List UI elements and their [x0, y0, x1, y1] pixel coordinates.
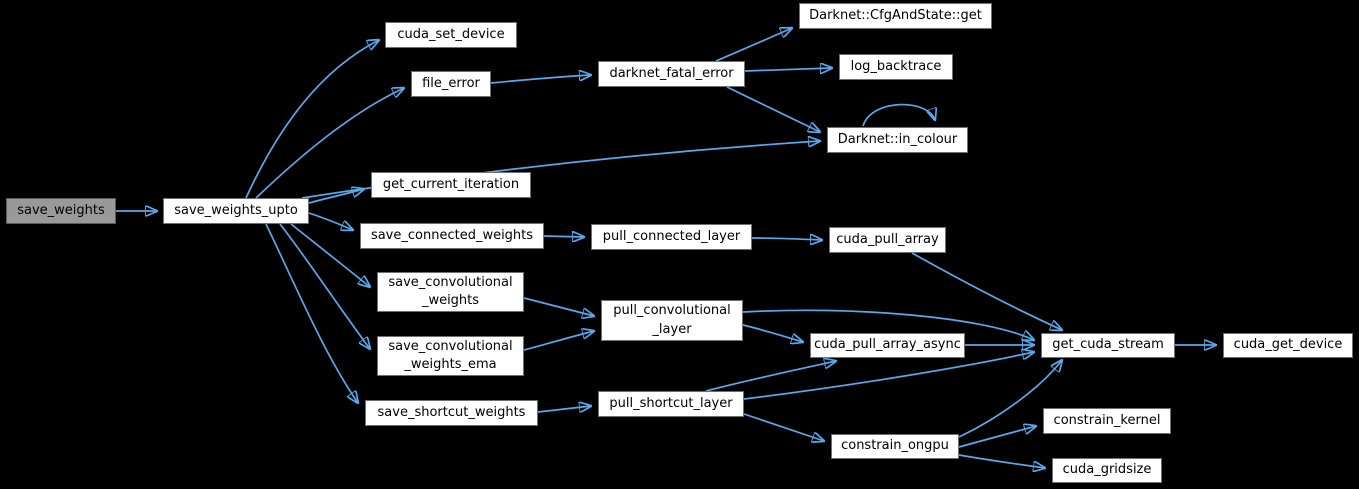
- edge-save_weights_upto-get_current_iteration: [308, 189, 364, 204]
- node-save-weights: save_weights: [6, 198, 116, 224]
- node-get-cuda-stream[interactable]: get_cuda_stream: [1041, 333, 1175, 358]
- edge-save_weights_upto-file_error: [255, 88, 404, 199]
- node-log-backtrace[interactable]: log_backtrace: [839, 54, 953, 80]
- edge-darknet_fatal_error-darknet_cfgandstate_get: [715, 28, 792, 62]
- edge-constrain_ongpu-constrain_kernel: [958, 426, 1036, 448]
- edge-save_convolutional_weights-pull_convolutional_layer: [523, 297, 594, 316]
- node-cuda-gridsize[interactable]: cuda_gridsize: [1052, 458, 1162, 483]
- node-darknet-in-colour[interactable]: Darknet::in_colour: [827, 127, 968, 153]
- node-cuda-pull-array[interactable]: cuda_pull_array: [829, 227, 946, 253]
- edge-save_weights_upto-cuda_set_device: [245, 40, 379, 199]
- edge-pull_connected_layer-cuda_pull_array: [751, 238, 822, 240]
- node-save-connected-weights[interactable]: save_connected_weights: [360, 223, 544, 249]
- node-pull-shortcut-layer[interactable]: pull_shortcut_layer: [598, 391, 744, 417]
- edge-save_shortcut_weights-pull_shortcut_layer: [537, 406, 591, 413]
- node-cuda-set-device[interactable]: cuda_set_device: [385, 22, 517, 48]
- edge-pull_shortcut_layer-cuda_pull_array_async: [705, 361, 836, 392]
- edge-darknet_fatal_error-log_backtrace: [744, 68, 832, 71]
- edge-constrain_ongpu-cuda_gridsize: [958, 454, 1045, 468]
- edge-pull_convolutional_layer-get_cuda_stream: [742, 309, 1034, 340]
- node-cuda-get-device[interactable]: cuda_get_device: [1223, 333, 1353, 358]
- edge-darknet_fatal_error-darknet_in_colour: [726, 86, 820, 132]
- edge-pull_shortcut_layer-constrain_ongpu: [743, 413, 824, 441]
- node-get-current-iteration[interactable]: get_current_iteration: [371, 172, 531, 198]
- node-save-convolutional-weights-ema[interactable]: save_convolutional _weights_ema: [377, 336, 524, 376]
- node-darknet-cfgandstate-get[interactable]: Darknet::CfgAndState::get: [799, 3, 992, 29]
- node-save-weights-upto[interactable]: save_weights_upto: [163, 198, 309, 224]
- node-file-error[interactable]: file_error: [411, 71, 491, 97]
- edge-cuda_pull_array-get_cuda_stream: [911, 252, 1062, 330]
- edge-save_connected_weights-pull_connected_layer: [543, 236, 584, 237]
- node-save-convolutional-weights[interactable]: save_convolutional _weights: [377, 272, 524, 312]
- edge-darknet_in_colour-self-loop: [862, 103, 935, 127]
- node-pull-connected-layer[interactable]: pull_connected_layer: [591, 224, 752, 250]
- edge-constrain_ongpu-get_cuda_stream: [958, 360, 1062, 438]
- node-save-shortcut-weights[interactable]: save_shortcut_weights: [365, 400, 538, 426]
- edge-save_weights_upto-save_connected_weights: [308, 212, 353, 230]
- node-constrain-ongpu[interactable]: constrain_ongpu: [831, 434, 959, 459]
- edge-file_error-darknet_fatal_error: [490, 75, 591, 84]
- edge-pull_convolutional_layer-cuda_pull_array_async: [742, 324, 803, 342]
- node-pull-convolutional-layer[interactable]: pull_convolutional _layer: [601, 300, 743, 341]
- node-cuda-pull-array-async[interactable]: cuda_pull_array_async: [810, 333, 965, 358]
- edge-save_weights_upto-save_convolutional_weights: [290, 223, 370, 287]
- edge-save_weights_upto-save_shortcut_weights: [265, 223, 358, 403]
- edge-pull_shortcut_layer-get_cuda_stream: [743, 352, 1034, 400]
- edge-save_convolutional_weights_ema-pull_convolutional_layer: [523, 331, 594, 351]
- node-constrain-kernel[interactable]: constrain_kernel: [1043, 408, 1171, 434]
- node-darknet-fatal-error[interactable]: darknet_fatal_error: [598, 61, 745, 87]
- edge-save_weights_upto-save_convolutional_weights_ema: [279, 223, 370, 349]
